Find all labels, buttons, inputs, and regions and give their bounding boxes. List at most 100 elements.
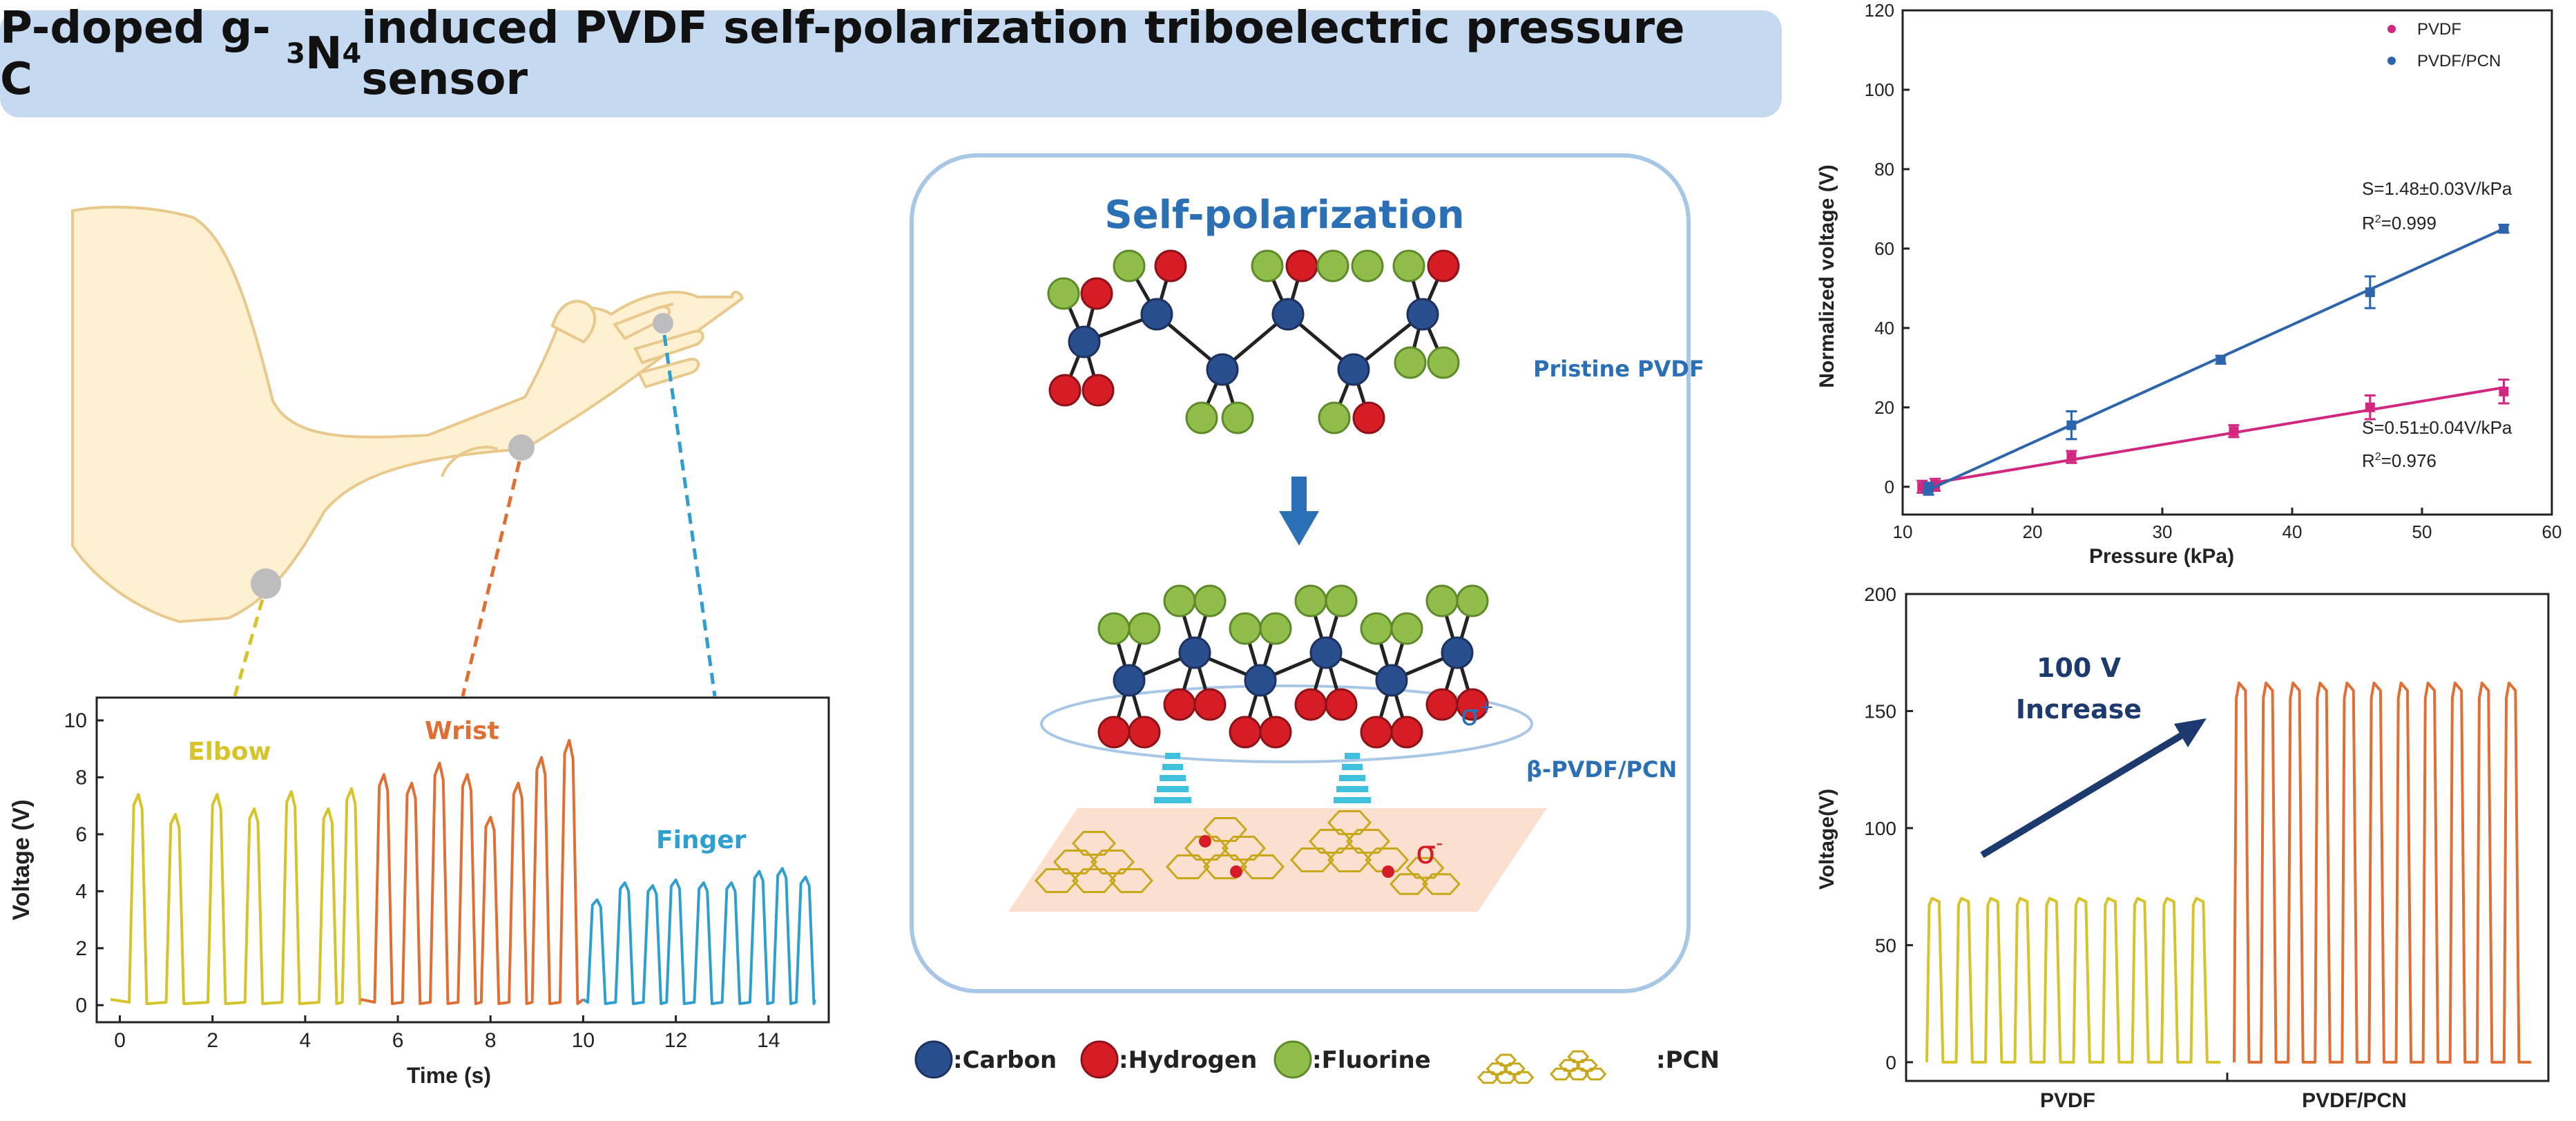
- backbone-carbon: [1406, 298, 1439, 331]
- substituent-atom: [1185, 401, 1218, 434]
- y-tick-label: 6: [75, 823, 87, 846]
- hydrogen-atom: [1425, 688, 1459, 721]
- hydrogen-legend-icon: [1080, 1040, 1119, 1079]
- x-tick-label: 2: [206, 1029, 218, 1052]
- pvdf-pcn-category-label: PVDF/PCN: [2302, 1089, 2407, 1112]
- sigma-minus-label: σ-: [1416, 832, 1443, 871]
- substituent-atom: [1047, 277, 1080, 310]
- voltage-trace-0: [110, 787, 363, 1006]
- title-banner: [0, 10, 1782, 117]
- x-tick-label: 20: [2023, 521, 2043, 542]
- hydrogen-atom: [1163, 688, 1196, 721]
- polarization-ellipse: [1040, 684, 1533, 763]
- y-tick-label: 20: [1874, 397, 1894, 418]
- pcn-ring-group: [1165, 817, 1285, 879]
- hydrogen-atom: [1294, 688, 1327, 721]
- x-tick-label: 10: [572, 1029, 595, 1052]
- elbow-sensor-dot: [251, 568, 281, 599]
- substituent-atom: [1318, 401, 1351, 434]
- x-tick-label: 10: [1893, 521, 1913, 542]
- hydrogen-atom: [1097, 716, 1131, 749]
- x-tick-label: 60: [2542, 521, 2562, 542]
- pcn-ring-group: [1549, 1050, 1607, 1081]
- x-tick-label: 30: [2153, 521, 2173, 542]
- data-point: [2229, 426, 2239, 437]
- left-chart-xlabel: Time (s): [407, 1063, 491, 1088]
- pristine-pvdf-label: Pristine PVDF: [1533, 356, 1704, 382]
- substituent-atom: [1394, 346, 1427, 379]
- y-tick-label: 8: [75, 766, 87, 789]
- pvdf-fit-slope: S=0.51±0.04V/kPa: [2362, 417, 2512, 438]
- signal-ylabel: Voltage(V): [1816, 789, 1838, 890]
- pcn-ring-group: [1477, 1053, 1535, 1084]
- finger-sensor-dot: [653, 313, 673, 334]
- pcn-legend-label: :PCN: [1656, 1046, 1720, 1074]
- pcn-legend-icon: [1477, 1050, 1607, 1084]
- pvdf-legend-marker: [2387, 25, 2396, 33]
- y-tick-label: 50: [1875, 935, 1896, 956]
- finger-series-label: Finger: [656, 826, 747, 854]
- fluorine-atom: [1325, 584, 1358, 617]
- fluorine-atom: [1456, 584, 1489, 617]
- fluorine-atom: [1360, 612, 1393, 645]
- substituent-atom: [1427, 346, 1460, 379]
- pvdf-pcn-legend-marker: [2387, 57, 2396, 65]
- increase-value-label: 100 V: [2037, 653, 2122, 683]
- pcn-lattice: [1034, 810, 1461, 895]
- y-tick-label: 4: [75, 880, 87, 903]
- substituent-atom: [1427, 249, 1460, 282]
- fluorine-atom: [1097, 612, 1131, 645]
- substituent-atom: [1221, 401, 1254, 434]
- pvdf-fit-r2: R2=0.976: [2362, 450, 2436, 471]
- pcn-ring-group: [1389, 856, 1461, 895]
- pvdf-category-label: PVDF: [2040, 1089, 2095, 1112]
- fluorine-atom: [1390, 612, 1423, 645]
- pvdf-legend-label: PVDF: [2417, 20, 2461, 39]
- y-tick-label: 100: [1865, 79, 1894, 100]
- hydrogen-atom: [1360, 716, 1393, 749]
- beta-pvdf-molecule: [1097, 584, 1489, 749]
- y-tick-label: 80: [1874, 159, 1894, 180]
- data-point: [2215, 354, 2226, 365]
- data-point: [2066, 420, 2077, 430]
- beta-pvdf-pcn-label: β-PVDF/PCN: [1526, 756, 1677, 783]
- backbone-carbon: [1113, 664, 1146, 697]
- sigma-plus-label: σ+: [1461, 697, 1494, 732]
- fluorine-atom: [1193, 584, 1227, 617]
- increase-arrow-head: [2174, 718, 2207, 747]
- substituent-atom: [1154, 249, 1187, 282]
- hydrogen-atom: [1193, 688, 1227, 721]
- interaction-cone-right: [1334, 753, 1371, 803]
- backbone-carbon: [1271, 298, 1305, 331]
- fluorine-atom: [1229, 612, 1262, 645]
- fluorine-legend-label: :Fluorine: [1312, 1046, 1431, 1074]
- scatter-frame: [1901, 9, 2553, 516]
- y-tick-label: 10: [64, 709, 87, 732]
- hydrogen-atom: [1259, 716, 1292, 749]
- backbone-carbon: [1206, 353, 1239, 386]
- pristine-pvdf-molecule: [1047, 249, 1460, 434]
- increase-text-label: Increase: [2016, 694, 2142, 725]
- y-tick-label: 60: [1874, 238, 1894, 259]
- data-point: [2365, 402, 2375, 412]
- backbone-carbon: [1337, 353, 1370, 386]
- carbon-legend-label: :Carbon: [953, 1046, 1057, 1074]
- x-tick-label: 8: [485, 1029, 497, 1052]
- y-tick-label: 2: [75, 937, 87, 960]
- substituent-atom: [1082, 374, 1115, 407]
- scatter-ylabel: Normalized voltage (V): [1816, 164, 1838, 387]
- phosphorus-dopant: [1382, 865, 1394, 878]
- backbone-carbon: [1309, 636, 1343, 669]
- hydrogen-atom: [1325, 688, 1358, 721]
- hydrogen-atom: [1456, 688, 1489, 721]
- wrist-connector: [461, 461, 521, 697]
- substituent-atom: [1080, 277, 1113, 310]
- voltage-chart-frame: [95, 696, 830, 1024]
- pcn-fit-slope: S=1.48±0.03V/kPa: [2362, 178, 2512, 199]
- hydrogen-legend-label: :Hydrogen: [1119, 1046, 1257, 1074]
- hydrogen-atom: [1229, 716, 1262, 749]
- hydrogen-atom: [1128, 716, 1161, 749]
- fluorine-atom: [1259, 612, 1292, 645]
